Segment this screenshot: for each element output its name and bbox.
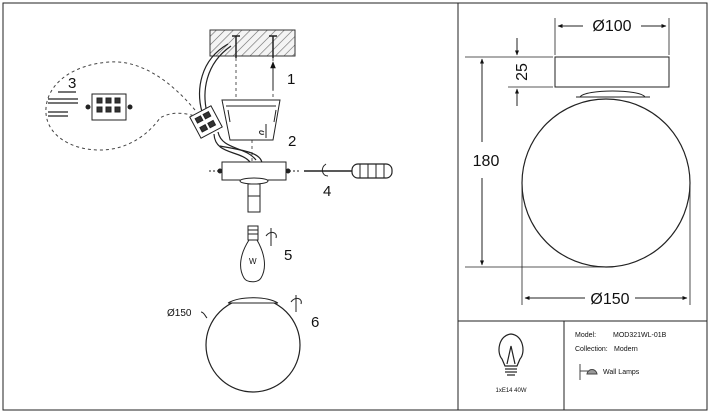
- dimension-drawing: [465, 18, 691, 305]
- model-label: Model:: [575, 332, 596, 339]
- collection-label: Collection:: [575, 346, 608, 353]
- category-label: Wall Lamps: [603, 369, 640, 376]
- terminal-detail-bubble: [45, 61, 196, 151]
- candle-bulb-icon: [240, 225, 265, 283]
- dim-canopy-height: 25: [514, 63, 531, 81]
- lamp-socket: [247, 183, 261, 213]
- glass-shade: [205, 297, 301, 393]
- bulb-spec-icon: [498, 333, 524, 376]
- dim-shade-diameter: Ø150: [590, 291, 629, 308]
- step-4-label: 4: [323, 183, 331, 200]
- step-2-label: 2: [288, 133, 296, 150]
- bulb-letter: W: [249, 257, 257, 266]
- terminal-block: [189, 105, 223, 139]
- shade-diameter-leader: [200, 311, 208, 319]
- dim-globe: [521, 98, 691, 268]
- dim-canopy-diameter: Ø100: [592, 18, 631, 35]
- step-6-label: 6: [311, 314, 319, 331]
- mounting-bracket: [221, 99, 281, 141]
- shade-diameter-callout: Ø150: [167, 308, 192, 319]
- dim-total-height: 180: [473, 153, 500, 170]
- step-3-label: 3: [68, 75, 76, 92]
- bulb-spec-text: 1xE14 40W: [495, 388, 526, 394]
- rotate-arrow-step-4: [321, 163, 329, 177]
- rotate-arrow-step-2: [259, 130, 265, 135]
- step-5-label: 5: [284, 247, 292, 264]
- model-value: MOD321WL-01B: [613, 332, 667, 339]
- screwdriver-icon: [304, 163, 393, 179]
- dim-canopy: [554, 56, 670, 88]
- ceiling-screws: [232, 35, 277, 58]
- supply-wires: [199, 43, 229, 113]
- collection-value: Modern: [614, 346, 638, 353]
- canopy-plate: [209, 161, 300, 185]
- step-1-label: 1: [287, 71, 295, 88]
- assembly-diagram: [45, 29, 393, 393]
- wall-lamp-icon: [579, 364, 598, 380]
